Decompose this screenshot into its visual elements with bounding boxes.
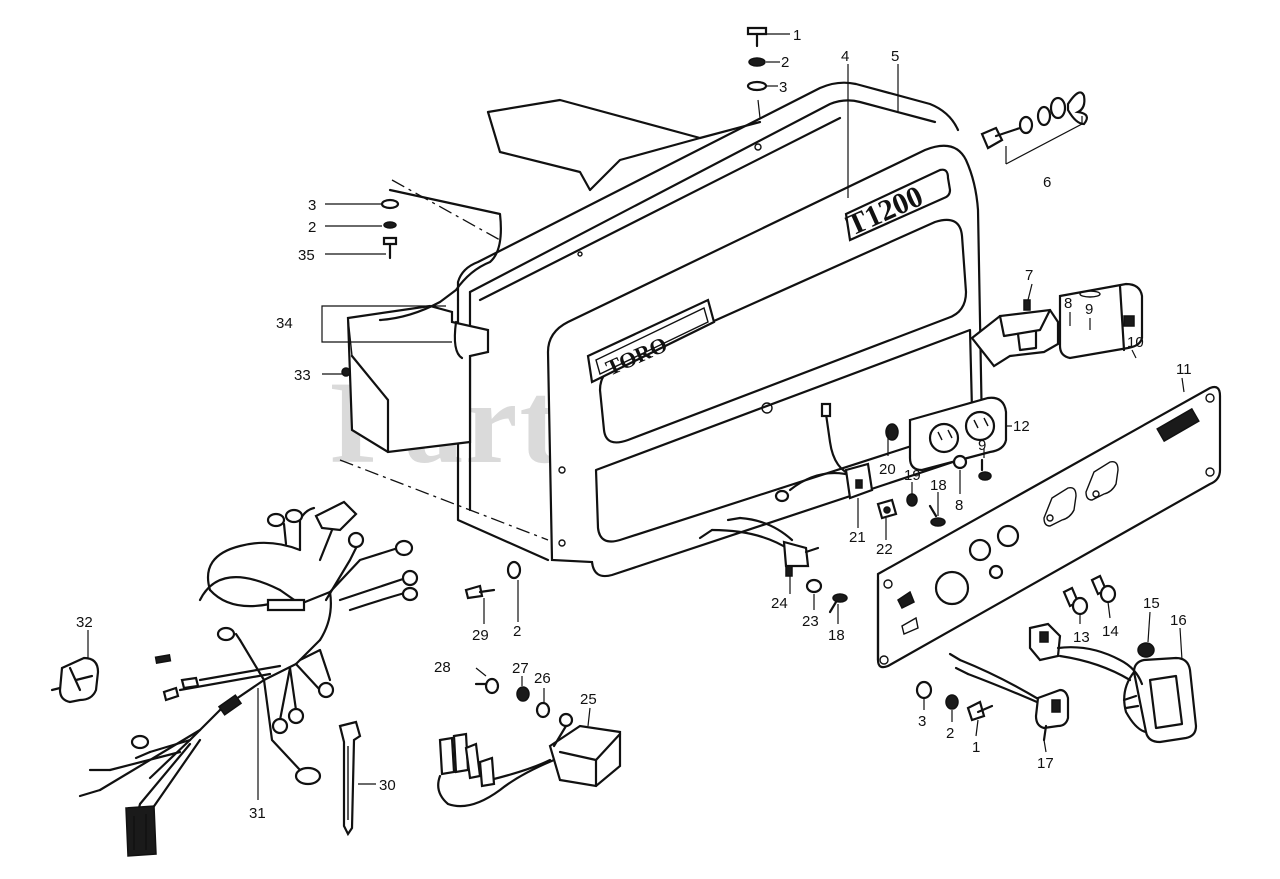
washer-23[interactable] xyxy=(805,578,823,594)
hardware-screw-top[interactable] xyxy=(746,26,768,48)
callout-7: 7 xyxy=(1025,267,1033,284)
assembly-line-1 xyxy=(391,179,501,241)
callout-31: 31 xyxy=(249,805,266,822)
callout-28: 28 xyxy=(434,659,451,676)
lock-washer-2-d[interactable] xyxy=(945,694,959,710)
callout-13: 13 xyxy=(1073,629,1090,646)
callout-35: 35 xyxy=(298,247,315,264)
callout-27: 27 xyxy=(512,660,529,677)
callout-9-b: 9 xyxy=(978,437,986,454)
assembly-line-2 xyxy=(339,459,549,541)
screw-18-b[interactable] xyxy=(828,593,848,614)
callout-3-bottom: 3 xyxy=(918,713,926,730)
washer-26[interactable] xyxy=(535,701,551,719)
callout-12: 12 xyxy=(1013,418,1030,435)
cable-tie[interactable] xyxy=(338,720,362,837)
control-panel-housing[interactable]: TORO T1200 xyxy=(456,81,984,578)
callout-18-a: 18 xyxy=(930,477,947,494)
module-25[interactable] xyxy=(437,712,622,808)
callout-8-b: 8 xyxy=(955,497,963,514)
washer-2-c[interactable] xyxy=(506,560,522,580)
callout-9-a: 9 xyxy=(1085,301,1093,318)
duplex-receptacle[interactable] xyxy=(908,396,1008,472)
panel-wire-harness-loop xyxy=(378,188,502,322)
washer-15[interactable] xyxy=(1137,642,1155,658)
callout-19: 19 xyxy=(904,467,921,484)
callout-33: 33 xyxy=(294,367,311,384)
flat-washer-left[interactable] xyxy=(380,198,400,210)
terminal-block-22[interactable] xyxy=(876,498,898,520)
callout-16: 16 xyxy=(1170,612,1187,629)
washer-27[interactable] xyxy=(516,686,530,702)
callout-10: 10 xyxy=(1127,334,1144,351)
callout-22: 22 xyxy=(876,541,893,558)
ground-lead[interactable] xyxy=(774,402,874,503)
callout-24: 24 xyxy=(771,595,788,612)
lock-washer-top[interactable] xyxy=(748,57,766,67)
callout-2-left: 2 xyxy=(308,219,316,236)
flat-washer-top[interactable] xyxy=(746,80,768,92)
face-plate[interactable] xyxy=(876,385,1222,669)
callout-1-bottom: 1 xyxy=(972,739,980,756)
callout-11: 11 xyxy=(1176,361,1192,378)
screw-29[interactable] xyxy=(464,584,496,600)
callout-29: 29 xyxy=(472,627,489,644)
callout-23: 23 xyxy=(802,613,819,630)
indicator-14[interactable] xyxy=(1090,574,1117,604)
callout-32: 32 xyxy=(76,614,93,631)
wire-harness[interactable] xyxy=(78,500,419,857)
callout-1-top: 1 xyxy=(793,27,801,44)
screw-28[interactable] xyxy=(474,677,500,695)
callout-3-top: 3 xyxy=(779,79,787,96)
callout-4: 4 xyxy=(841,48,849,65)
harness-clip[interactable] xyxy=(50,656,100,704)
callout-15: 15 xyxy=(1143,595,1160,612)
breaker-bracket[interactable] xyxy=(970,299,1060,368)
callout-25: 25 xyxy=(580,691,597,708)
hex-nut-8-b[interactable] xyxy=(952,454,968,470)
leader-lines xyxy=(87,33,1185,800)
callout-34: 34 xyxy=(276,315,293,332)
circuit-breaker[interactable] xyxy=(1058,282,1144,360)
lock-washer-left[interactable] xyxy=(383,221,397,229)
indicator-13[interactable] xyxy=(1062,586,1089,616)
washer-3-c[interactable] xyxy=(915,680,933,700)
callout-30: 30 xyxy=(379,777,396,794)
callout-20: 20 xyxy=(879,461,896,478)
bolt-set[interactable] xyxy=(980,91,1088,165)
callout-17: 17 xyxy=(1037,755,1054,772)
callout-18-b: 18 xyxy=(828,627,845,644)
screw-1-b[interactable] xyxy=(966,700,994,722)
screw-9-b[interactable] xyxy=(978,458,992,481)
callout-14: 14 xyxy=(1102,623,1119,640)
callout-3-left: 3 xyxy=(308,197,316,214)
callout-5: 5 xyxy=(891,48,899,65)
callout-2-top: 2 xyxy=(781,54,789,71)
side-bracket[interactable] xyxy=(341,304,490,454)
toggle-switch-leads[interactable] xyxy=(698,516,820,577)
screw-18-a[interactable] xyxy=(928,504,946,527)
callout-21: 21 xyxy=(849,529,866,546)
socket-17[interactable] xyxy=(948,622,1144,742)
receptacle-nut-20[interactable] xyxy=(885,423,899,441)
callout-2-bottom: 2 xyxy=(946,725,954,742)
hardware-screw-left[interactable] xyxy=(382,236,398,260)
callout-26: 26 xyxy=(534,670,551,687)
meter-16[interactable] xyxy=(1122,656,1198,744)
washer-19[interactable] xyxy=(906,493,918,507)
callout-2-c: 2 xyxy=(513,623,521,640)
callout-6: 6 xyxy=(1043,174,1051,191)
callout-numbers: 1 2 3 4 5 6 3 2 35 34 33 7 8 9 10 11 12 … xyxy=(76,27,1192,822)
callout-8-a: 8 xyxy=(1064,295,1072,312)
